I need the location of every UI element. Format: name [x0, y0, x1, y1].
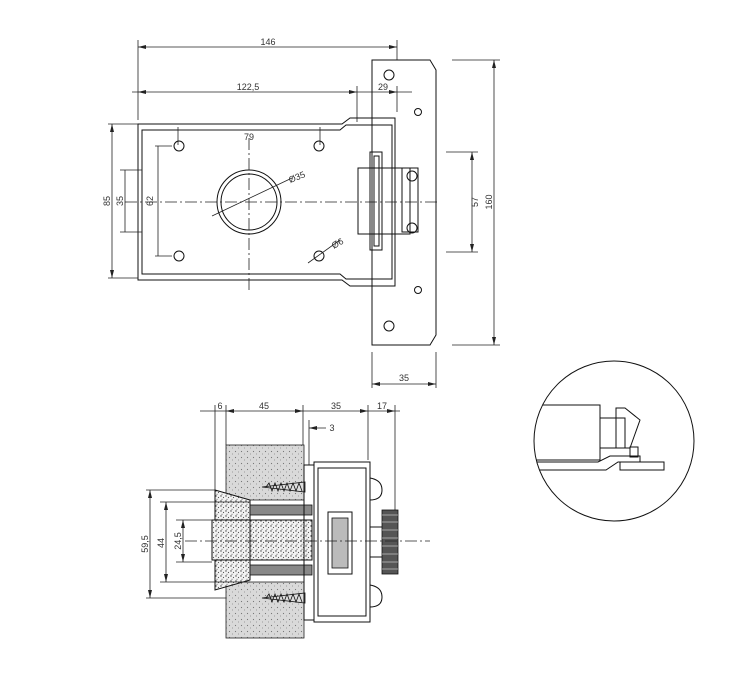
dim-hole-diameter: Ø6 — [307, 236, 345, 264]
lock-body-outline — [137, 117, 396, 287]
dim-flange-holes: 57 — [446, 151, 480, 253]
dim-plate-height: 160 — [452, 59, 500, 346]
screw-lower — [261, 592, 306, 604]
dim-mid-label: 44 — [156, 538, 166, 548]
dim-inner: 24,5 — [173, 519, 212, 563]
latch-block — [331, 517, 349, 569]
dim-body-depth-label: 35 — [331, 401, 341, 411]
dim-insert-depth-label: 45 — [259, 401, 269, 411]
dim-slot-height-label: 35 — [115, 196, 125, 206]
lock-housing-inner — [317, 467, 367, 617]
dim-top-row: 6 45 35 17 — [200, 401, 400, 512]
dim-plate-height-label: 160 — [484, 194, 494, 209]
dim-hole-spacing-h-label: 79 — [244, 132, 254, 142]
wall-section-lower — [225, 581, 305, 639]
dim-hole-spacing-h: 79 — [177, 127, 321, 145]
foam-insert — [211, 489, 313, 591]
mounting-holes — [173, 140, 325, 262]
detail-view — [533, 360, 695, 522]
dim-overall-width: 146 — [137, 37, 398, 120]
latch-slot — [327, 511, 353, 575]
sleeve-upper — [249, 504, 313, 516]
end-cap-lower — [369, 584, 383, 608]
wall-section-upper — [225, 444, 305, 501]
dim-flange-holes-label: 57 — [470, 197, 480, 207]
dim-plate-width-label: 35 — [399, 373, 409, 383]
end-cap-upper — [369, 477, 383, 501]
top-view: 146 122,5 29 79 — [102, 37, 500, 388]
dim-outer-label: 59,5 — [140, 535, 150, 553]
dim-inner-label: 24,5 — [173, 532, 183, 550]
dim-body-width: 122,5 29 — [132, 82, 412, 122]
dim-body-height: 85 — [102, 123, 138, 279]
dim-flange-width-label: 29 — [378, 82, 388, 92]
screw-upper — [261, 481, 306, 493]
dim-gap: 3 — [308, 420, 335, 465]
strike-plate — [371, 59, 437, 346]
section-view: 6 45 35 17 3 — [140, 401, 430, 639]
dim-lip-label: 6 — [217, 401, 222, 411]
dim-mid: 44 — [156, 501, 250, 583]
dim-hub-diameter-label: Ø35 — [287, 169, 307, 185]
dim-plate-width: 35 — [371, 352, 437, 388]
dim-body-width-label: 122,5 — [237, 82, 260, 92]
dim-hole-spacing-v: 62 — [145, 145, 172, 257]
dim-outer: 59,5 — [140, 489, 226, 599]
thumb-knob — [369, 509, 399, 575]
dim-body-height-label: 85 — [102, 196, 112, 206]
dim-knob-label: 17 — [377, 401, 387, 411]
sleeve-lower — [249, 564, 313, 576]
dim-hole-diameter-label: Ø6 — [330, 236, 345, 251]
latch-bolt — [357, 151, 411, 251]
dim-gap-label: 3 — [329, 423, 334, 433]
dim-slot-height: 35 — [115, 169, 142, 233]
dim-hole-spacing-v-label: 62 — [145, 196, 155, 206]
detail-circle — [533, 360, 695, 522]
dim-overall-width-label: 146 — [260, 37, 275, 47]
